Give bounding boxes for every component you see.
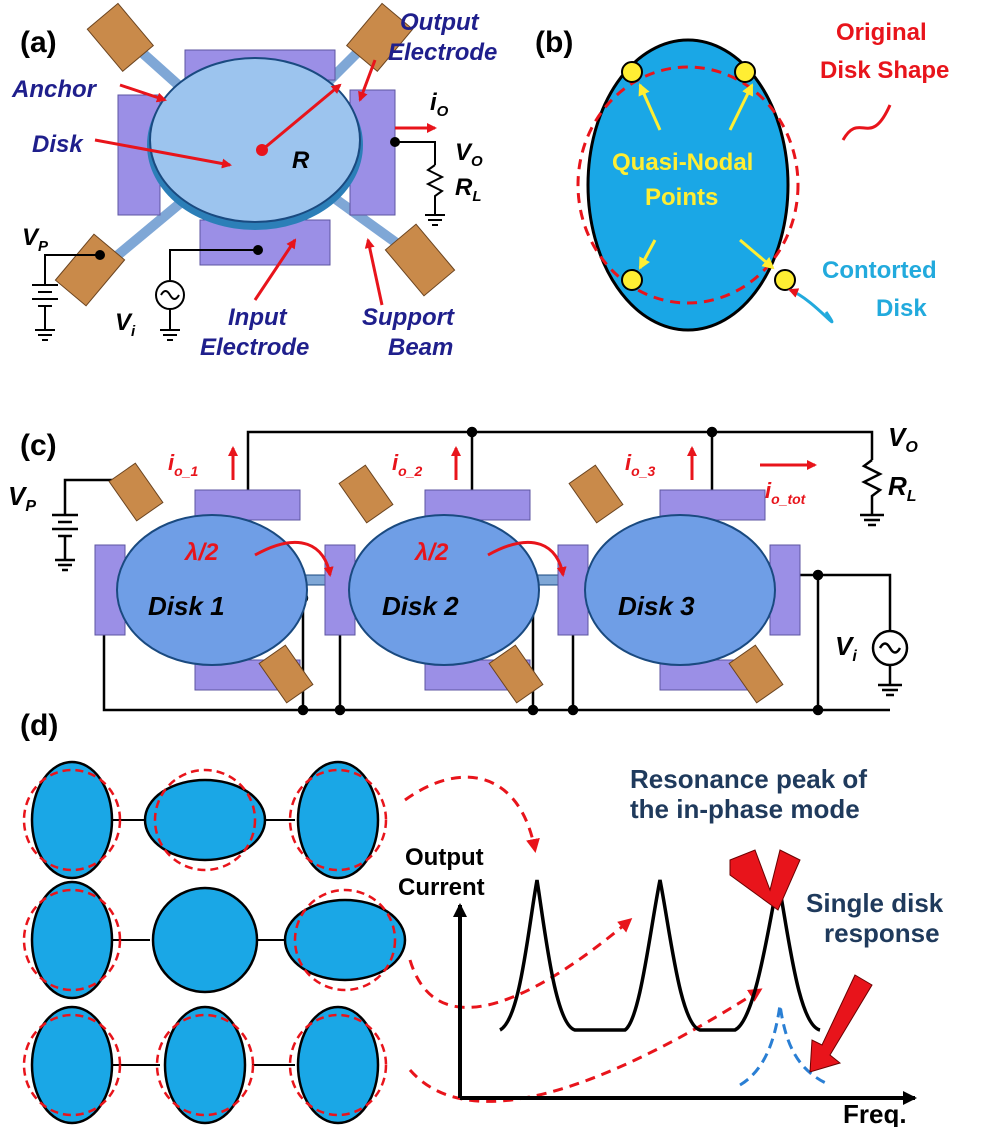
- vo-label-a: VO: [455, 139, 483, 170]
- support-beam-label-1: Support: [362, 304, 455, 331]
- anchors: [54, 2, 456, 307]
- single-disk-curve: [739, 1004, 831, 1087]
- disk-c-3: [584, 514, 776, 666]
- vi-label-a: Vi: [115, 309, 136, 340]
- disk-c-1: [116, 514, 308, 666]
- output-electrode-label-2: Electrode: [388, 39, 497, 66]
- original-label-1: Original: [836, 19, 927, 46]
- vp-label-c: VP: [8, 481, 36, 515]
- single-disk-label-2: response: [824, 918, 940, 948]
- output-circuit-a: [390, 137, 445, 226]
- support-beam-label-2: Beam: [388, 334, 453, 361]
- panel-a: (a) Anchor Disk R Output Electrode Input…: [11, 2, 497, 361]
- io1-label: io_1: [168, 450, 198, 479]
- disk-c-3-label: Disk 3: [618, 591, 695, 621]
- io3-label: io_3: [625, 450, 655, 479]
- quasi-nodal-points: [621, 61, 796, 291]
- mode-row-1: [22, 760, 388, 880]
- panel-c-tag: (c): [20, 429, 57, 462]
- single-disk-label-1: Single disk: [806, 888, 944, 918]
- vo-label-c: VO: [888, 422, 918, 456]
- radius-label: R: [292, 147, 310, 174]
- vp-label-a: VP: [22, 224, 49, 255]
- vp-circuit-a: [32, 250, 105, 341]
- output-electrode-label-1: Output: [400, 9, 480, 36]
- panel-b-tag: (b): [535, 26, 573, 59]
- ylabel-1: Output: [405, 844, 484, 871]
- resonance-label-2: the in-phase mode: [630, 794, 860, 824]
- vi-label-c: Vi: [835, 631, 857, 665]
- original-label-2: Disk Shape: [820, 57, 949, 84]
- mode-row-3: [22, 1005, 388, 1125]
- disk-c-1-label: Disk 1: [148, 591, 225, 621]
- rl-label-a: RL: [455, 174, 482, 205]
- quasi-nodal-label-1: Quasi-Nodal: [612, 149, 753, 176]
- panel-a-tag: (a): [20, 26, 57, 59]
- vi-circuit-a: [155, 245, 263, 341]
- original-disk-outline: [576, 65, 800, 305]
- quasi-nodal-label-2: Points: [645, 184, 718, 211]
- anchor-label: Anchor: [11, 76, 98, 103]
- resonance-label-1: Resonance peak of: [630, 764, 867, 794]
- xlabel: Freq.: [843, 1099, 907, 1127]
- mode-row-2: [22, 880, 407, 1000]
- spectrum-axes: [453, 903, 917, 1105]
- input-electrode-label-2: Electrode: [200, 334, 309, 361]
- panel-c: (c) Disk 1 Disk 2 Disk 3 λ/2 λ/2 io_1 io…: [8, 422, 918, 716]
- anchors-c: [108, 462, 784, 704]
- lambda-label-1: λ/2: [183, 539, 219, 566]
- io-label-a: iO: [430, 89, 449, 120]
- io2-label: io_2: [392, 450, 422, 479]
- output-bus: [242, 426, 884, 527]
- panel-d-tag: (d): [20, 709, 58, 742]
- contorted-label-1: Contorted: [822, 257, 937, 284]
- iotot-label: io_tot: [765, 478, 807, 507]
- rl-label-c: RL: [888, 471, 917, 505]
- disk-c-2: [348, 514, 540, 666]
- panel-b: (b) Original Disk Shape Quasi-Nodal Poin…: [535, 19, 949, 332]
- ylabel-2: Current: [398, 874, 485, 901]
- disk-c-2-label: Disk 2: [382, 591, 459, 621]
- panel-d: (d): [20, 709, 944, 1127]
- input-electrode-label-1: Input: [228, 304, 288, 331]
- lambda-label-2: λ/2: [413, 539, 449, 566]
- contorted-label-2: Disk: [876, 295, 927, 322]
- disk-label: Disk: [32, 131, 84, 158]
